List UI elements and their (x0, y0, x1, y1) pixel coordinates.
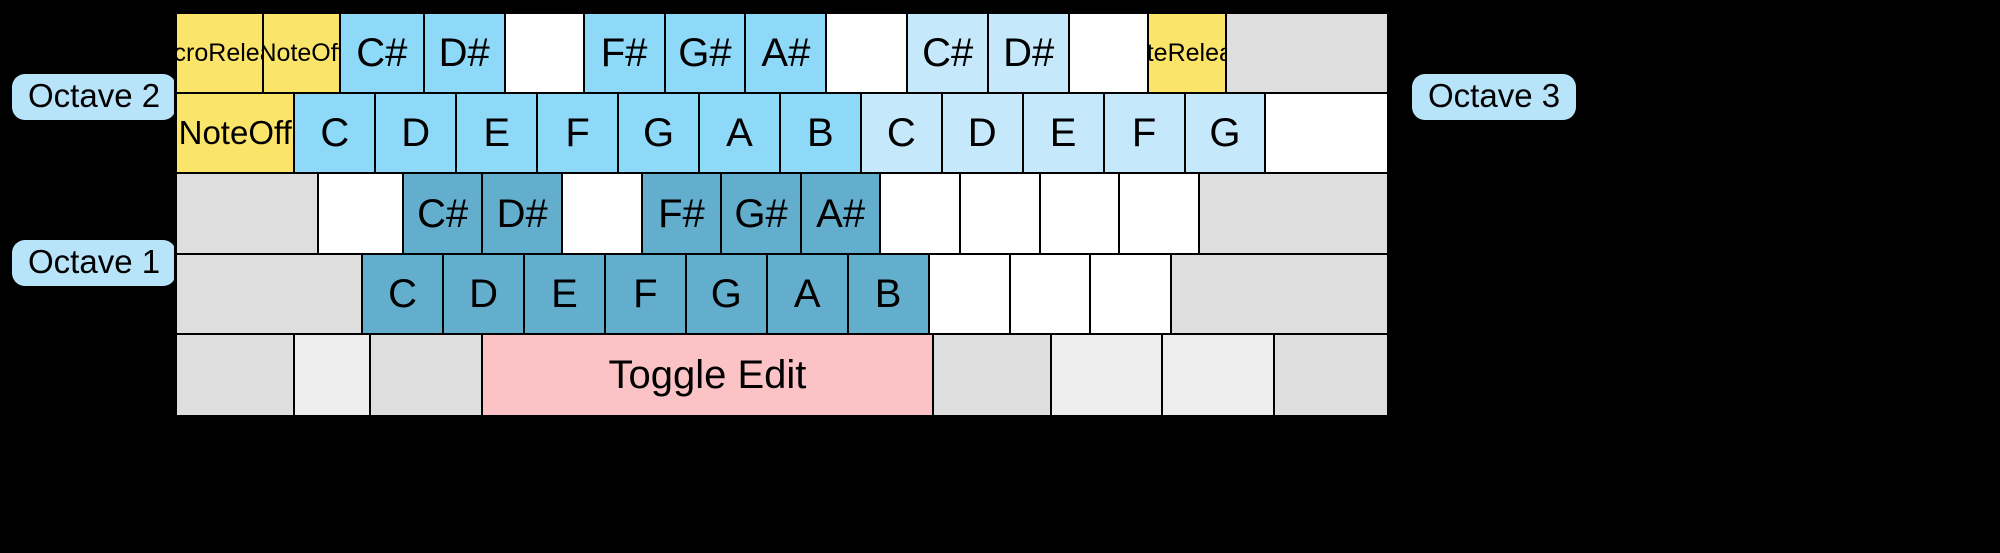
octave-3-callout: Octave 3 (1412, 74, 1577, 120)
key-label-line: Macro (177, 39, 209, 68)
key-label-line: Release (208, 39, 262, 68)
key-blank (177, 334, 295, 416)
key-blank (933, 334, 1052, 416)
key-d-sharp[interactable]: D# (483, 174, 564, 255)
key-c[interactable]: C (295, 94, 377, 175)
key-blank (1275, 334, 1387, 416)
key-g[interactable]: G (1185, 94, 1267, 175)
key-label-line: Release (1167, 39, 1225, 68)
key-blank (294, 334, 372, 416)
key-e[interactable]: E (524, 254, 606, 335)
key-label-line: Off (248, 114, 292, 152)
key-c[interactable]: C (363, 254, 445, 335)
octave-1-callout: Octave 1 (12, 240, 177, 286)
key-blank (1163, 334, 1276, 416)
key-label-line: Note (264, 39, 312, 68)
key-e[interactable]: E (457, 94, 539, 175)
key-d-sharp[interactable]: D# (424, 14, 506, 95)
key-d[interactable]: D (942, 94, 1024, 175)
key-a[interactable]: A (767, 254, 849, 335)
key-f[interactable]: F (538, 94, 620, 175)
key-b[interactable]: B (848, 254, 930, 335)
keyboard-row-asdf-row: C#D# F#G#A# (177, 174, 1387, 255)
key-g-sharp[interactable]: G# (665, 14, 747, 95)
key-blank (319, 174, 404, 255)
octave-2-callout: Octave 2 (12, 74, 177, 120)
key-d-sharp[interactable]: D# (989, 14, 1071, 95)
key-e[interactable]: E (1023, 94, 1105, 175)
key-d[interactable]: D (444, 254, 525, 335)
key-blank (881, 174, 962, 255)
key-blank (1070, 14, 1150, 95)
key-blank (827, 14, 909, 95)
key-label-line: Off (311, 39, 339, 68)
key-g[interactable]: G (686, 254, 768, 335)
key-g-sharp[interactable]: G# (722, 174, 802, 255)
keyboard-map: MacroReleaseNoteOffC#D#F#G#A#C#D#NoteRel… (174, 11, 1390, 418)
key-c[interactable]: C (861, 94, 943, 175)
key-f[interactable]: F (1104, 94, 1186, 175)
key-c-sharp[interactable]: C# (908, 14, 990, 95)
key-a-sharp[interactable]: A# (746, 14, 828, 95)
key-blank (1040, 174, 1121, 255)
key-f[interactable]: F (605, 254, 687, 335)
key-blank (177, 254, 364, 335)
key-blank (1266, 94, 1387, 175)
key-f-sharp[interactable]: F# (642, 174, 723, 255)
key-blank (1091, 254, 1173, 335)
key-blank (371, 334, 484, 416)
key-note-release[interactable]: NoteRelease (1149, 14, 1228, 95)
key-blank (961, 174, 1041, 255)
keyboard-row-spacebar-row: Toggle Edit (177, 334, 1387, 416)
key-c-sharp[interactable]: C# (403, 174, 484, 255)
key-blank (563, 174, 643, 255)
key-macro-release[interactable]: MacroRelease (177, 14, 264, 95)
key-g[interactable]: G (619, 94, 700, 175)
key-blank (1010, 254, 1092, 335)
key-blank (929, 254, 1011, 335)
key-blank (1172, 254, 1387, 335)
key-blank (1120, 174, 1200, 255)
key-a-sharp[interactable]: A# (801, 174, 882, 255)
key-label-line: Note (178, 114, 249, 152)
key-blank (177, 174, 320, 255)
key-b[interactable]: B (780, 94, 862, 175)
key-a[interactable]: A (699, 94, 781, 175)
key-blank (1227, 14, 1387, 95)
key-f-sharp[interactable]: F# (584, 14, 666, 95)
keyboard-row-number-row: MacroReleaseNoteOffC#D#F#G#A#C#D#NoteRel… (177, 14, 1387, 95)
key-blank (505, 14, 585, 95)
key-toggle-edit[interactable]: Toggle Edit (483, 334, 934, 416)
key-blank (1199, 174, 1387, 255)
key-d[interactable]: D (376, 94, 458, 175)
key-c-sharp[interactable]: C# (340, 14, 425, 95)
key-blank (1051, 334, 1164, 416)
key-label-line: Note (1149, 39, 1168, 68)
